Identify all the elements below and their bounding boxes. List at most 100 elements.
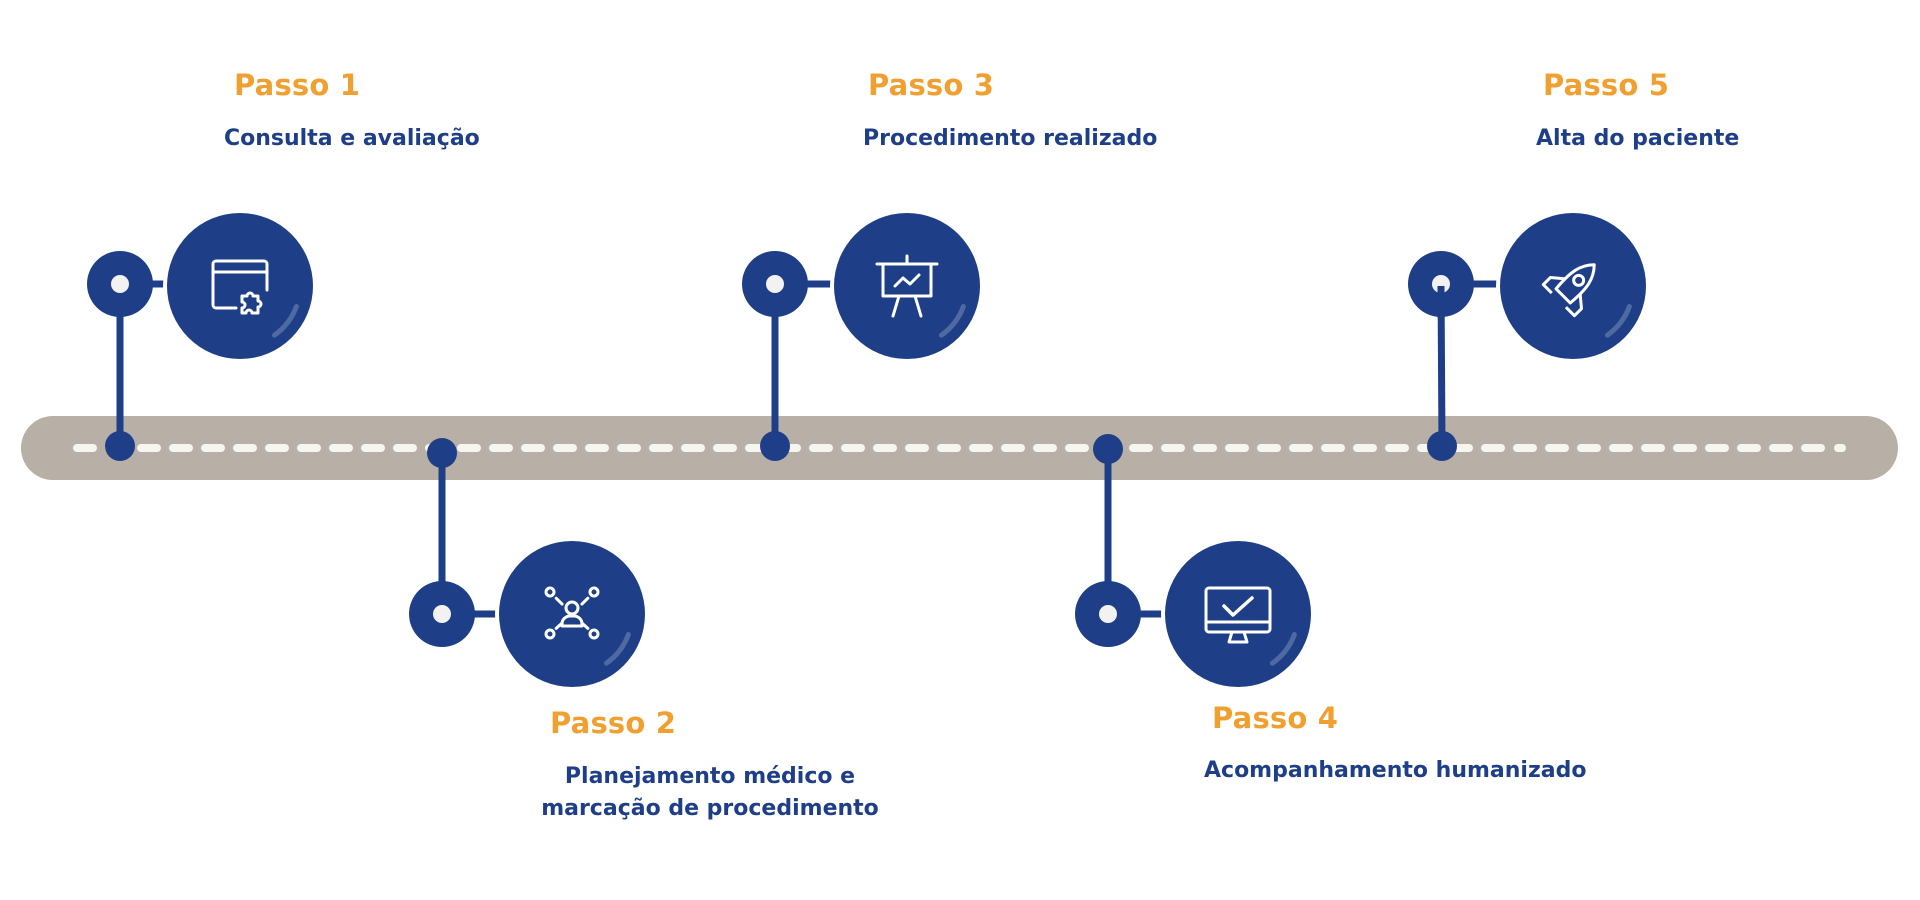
track-dash bbox=[1641, 444, 1665, 452]
monitor-screen bbox=[1204, 586, 1272, 634]
track-dash bbox=[1385, 444, 1409, 452]
chart-line bbox=[893, 273, 921, 288]
step-2-description-line-1: Planejamento médico e bbox=[564, 764, 856, 789]
step-4-marker bbox=[1075, 434, 1315, 691]
track-dash bbox=[489, 444, 513, 452]
track-dash bbox=[1545, 444, 1569, 452]
network-node bbox=[588, 628, 600, 640]
step-3-marker bbox=[742, 209, 984, 461]
user-head bbox=[564, 600, 580, 616]
checkmark bbox=[1222, 596, 1254, 617]
track-dash bbox=[1577, 444, 1601, 452]
step-5-title: Passo 5 bbox=[1543, 68, 1670, 102]
track-dash bbox=[1129, 444, 1153, 452]
easel-leg bbox=[913, 294, 923, 318]
presentation-chart-icon bbox=[875, 254, 939, 318]
track-dash bbox=[681, 444, 705, 452]
step-3-title: Passo 3 bbox=[868, 68, 995, 102]
timeline-dashes bbox=[73, 444, 1846, 452]
gloss-highlight bbox=[271, 304, 299, 338]
network-link bbox=[580, 621, 590, 630]
track-dash bbox=[169, 444, 193, 452]
network-node bbox=[544, 586, 556, 598]
track-dash bbox=[809, 444, 833, 452]
step-node-center bbox=[1099, 605, 1117, 623]
gloss-highlight bbox=[603, 632, 631, 666]
track-dash bbox=[265, 444, 289, 452]
track-dash bbox=[457, 444, 481, 452]
puzzle-piece bbox=[240, 291, 263, 315]
track-dash bbox=[969, 444, 993, 452]
track-dash bbox=[1769, 444, 1793, 452]
step-node-center bbox=[1432, 275, 1450, 293]
step-connectors bbox=[87, 209, 1650, 691]
track-dash bbox=[1801, 444, 1825, 452]
track-dash bbox=[1834, 444, 1846, 452]
track-dash bbox=[1737, 444, 1761, 452]
step-2-marker bbox=[409, 438, 649, 691]
track-dash bbox=[329, 444, 353, 452]
track-dash bbox=[1257, 444, 1281, 452]
board bbox=[881, 264, 933, 298]
track-dash bbox=[873, 444, 897, 452]
network-node bbox=[544, 628, 556, 640]
track-dash bbox=[585, 444, 609, 452]
step-icon-circle bbox=[167, 213, 313, 359]
rocket-fin bbox=[1541, 276, 1567, 295]
step-node-center bbox=[433, 605, 451, 623]
track-dash bbox=[233, 444, 257, 452]
track-dash bbox=[1193, 444, 1217, 452]
track-dash bbox=[1225, 444, 1249, 452]
network-link bbox=[580, 596, 590, 606]
track-dash bbox=[841, 444, 865, 452]
step-5-description: Alta do paciente bbox=[1536, 126, 1740, 151]
track-dash bbox=[937, 444, 961, 452]
track-dot bbox=[105, 431, 135, 461]
gloss-highlight bbox=[1269, 632, 1297, 666]
network-link bbox=[554, 596, 564, 606]
track-dot bbox=[1093, 434, 1123, 464]
step-2-title: Passo 2 bbox=[550, 706, 677, 740]
step-1-marker bbox=[87, 209, 317, 461]
step-4-description: Acompanhamento humanizado bbox=[1204, 758, 1587, 783]
network-link bbox=[554, 621, 564, 630]
step-1-title: Passo 1 bbox=[234, 68, 361, 102]
track-dot bbox=[760, 431, 790, 461]
window-frame bbox=[211, 259, 269, 310]
step-3-description: Procedimento realizado bbox=[863, 126, 1158, 151]
track-dash bbox=[1481, 444, 1505, 452]
rocket bbox=[1541, 263, 1596, 318]
track-dash bbox=[1705, 444, 1729, 452]
step-2-description-line-2: marcação de procedimento bbox=[541, 796, 879, 821]
track-dash bbox=[1353, 444, 1377, 452]
track-dash bbox=[1673, 444, 1697, 452]
track-dash bbox=[617, 444, 641, 452]
track-dash bbox=[73, 444, 97, 452]
track-dash bbox=[649, 444, 673, 452]
track-dash bbox=[1065, 444, 1089, 452]
track-dash bbox=[1513, 444, 1537, 452]
track-dot bbox=[427, 438, 457, 468]
step-node-center bbox=[766, 275, 784, 293]
track-dash bbox=[713, 444, 737, 452]
user-network-icon bbox=[544, 586, 600, 640]
track-dash bbox=[553, 444, 577, 452]
rocket-window bbox=[1572, 273, 1586, 287]
step-4-title: Passo 4 bbox=[1212, 701, 1339, 735]
rocket-body bbox=[1554, 263, 1596, 305]
track-dash bbox=[1033, 444, 1057, 452]
rocket-icon bbox=[1541, 263, 1596, 318]
monitor-stand bbox=[1227, 631, 1249, 644]
gloss-highlight bbox=[938, 304, 966, 338]
monitor-check-icon bbox=[1204, 586, 1272, 644]
track-dash bbox=[1161, 444, 1185, 452]
step-node-center bbox=[111, 275, 129, 293]
track-dash bbox=[297, 444, 321, 452]
track-dash bbox=[521, 444, 545, 452]
rocket-fin bbox=[1564, 292, 1583, 318]
browser-puzzle-icon bbox=[211, 259, 269, 315]
step-5-marker bbox=[1408, 209, 1650, 461]
network-node bbox=[588, 586, 600, 598]
